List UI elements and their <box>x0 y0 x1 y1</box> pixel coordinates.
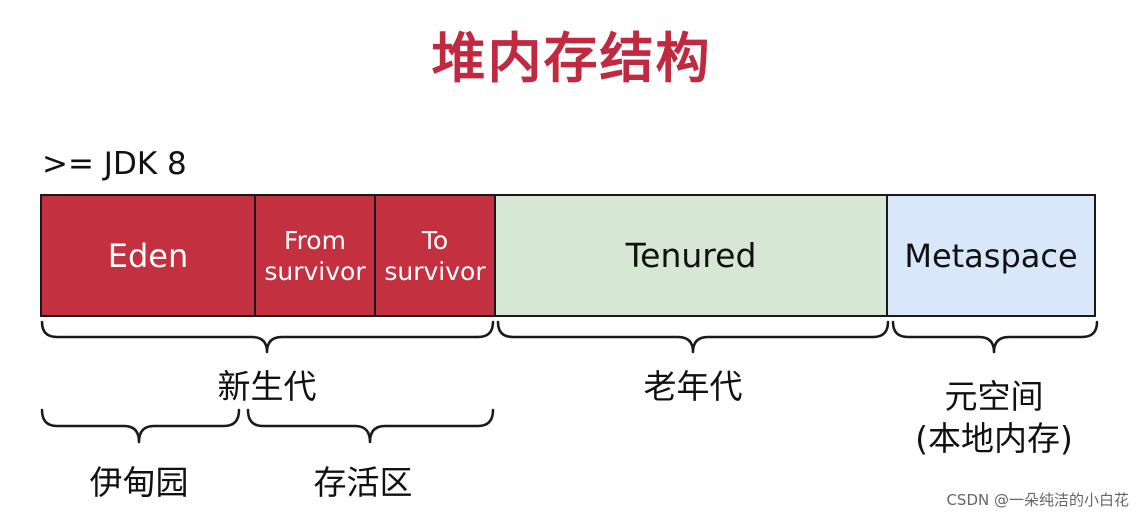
metaspace-zh-label-line2: (本地内存) <box>915 419 1073 458</box>
metaspace-segment: Metaspace <box>886 194 1096 317</box>
metaspace-brace <box>891 320 1099 354</box>
from-survivor-label-line1: From <box>284 225 346 255</box>
tenured-label: Tenured <box>625 236 757 275</box>
eden-label: Eden <box>107 236 189 275</box>
heap-structure-bar: Eden From survivor To survivor Tenured M… <box>40 194 1098 317</box>
survivor-zh-label: 存活区 <box>313 463 413 502</box>
to-survivor-segment: To survivor <box>374 194 496 317</box>
to-survivor-label-line1: To <box>421 225 449 255</box>
metaspace-label: Metaspace <box>904 236 1078 275</box>
from-survivor-label-line2: survivor <box>264 256 366 286</box>
csdn-watermark: CSDN @一朵纯洁的小白花 <box>946 491 1129 509</box>
jdk-version-label: >= JDK 8 <box>42 146 187 182</box>
eden-zh-label: 伊甸园 <box>89 463 189 502</box>
young-gen-brace <box>40 320 495 354</box>
young-gen-label: 新生代 <box>217 367 317 406</box>
old-gen-label: 老年代 <box>643 367 743 406</box>
from-survivor-segment: From survivor <box>254 194 376 317</box>
to-survivor-label-line2: survivor <box>384 256 486 286</box>
old-gen-brace <box>496 320 890 354</box>
metaspace-zh-label-line1: 元空间 <box>944 377 1044 416</box>
page-title: 堆内存结构 <box>431 27 712 90</box>
eden-segment: Eden <box>40 194 256 317</box>
survivor-brace <box>246 408 495 444</box>
eden-brace <box>40 408 241 444</box>
tenured-segment: Tenured <box>494 194 888 317</box>
